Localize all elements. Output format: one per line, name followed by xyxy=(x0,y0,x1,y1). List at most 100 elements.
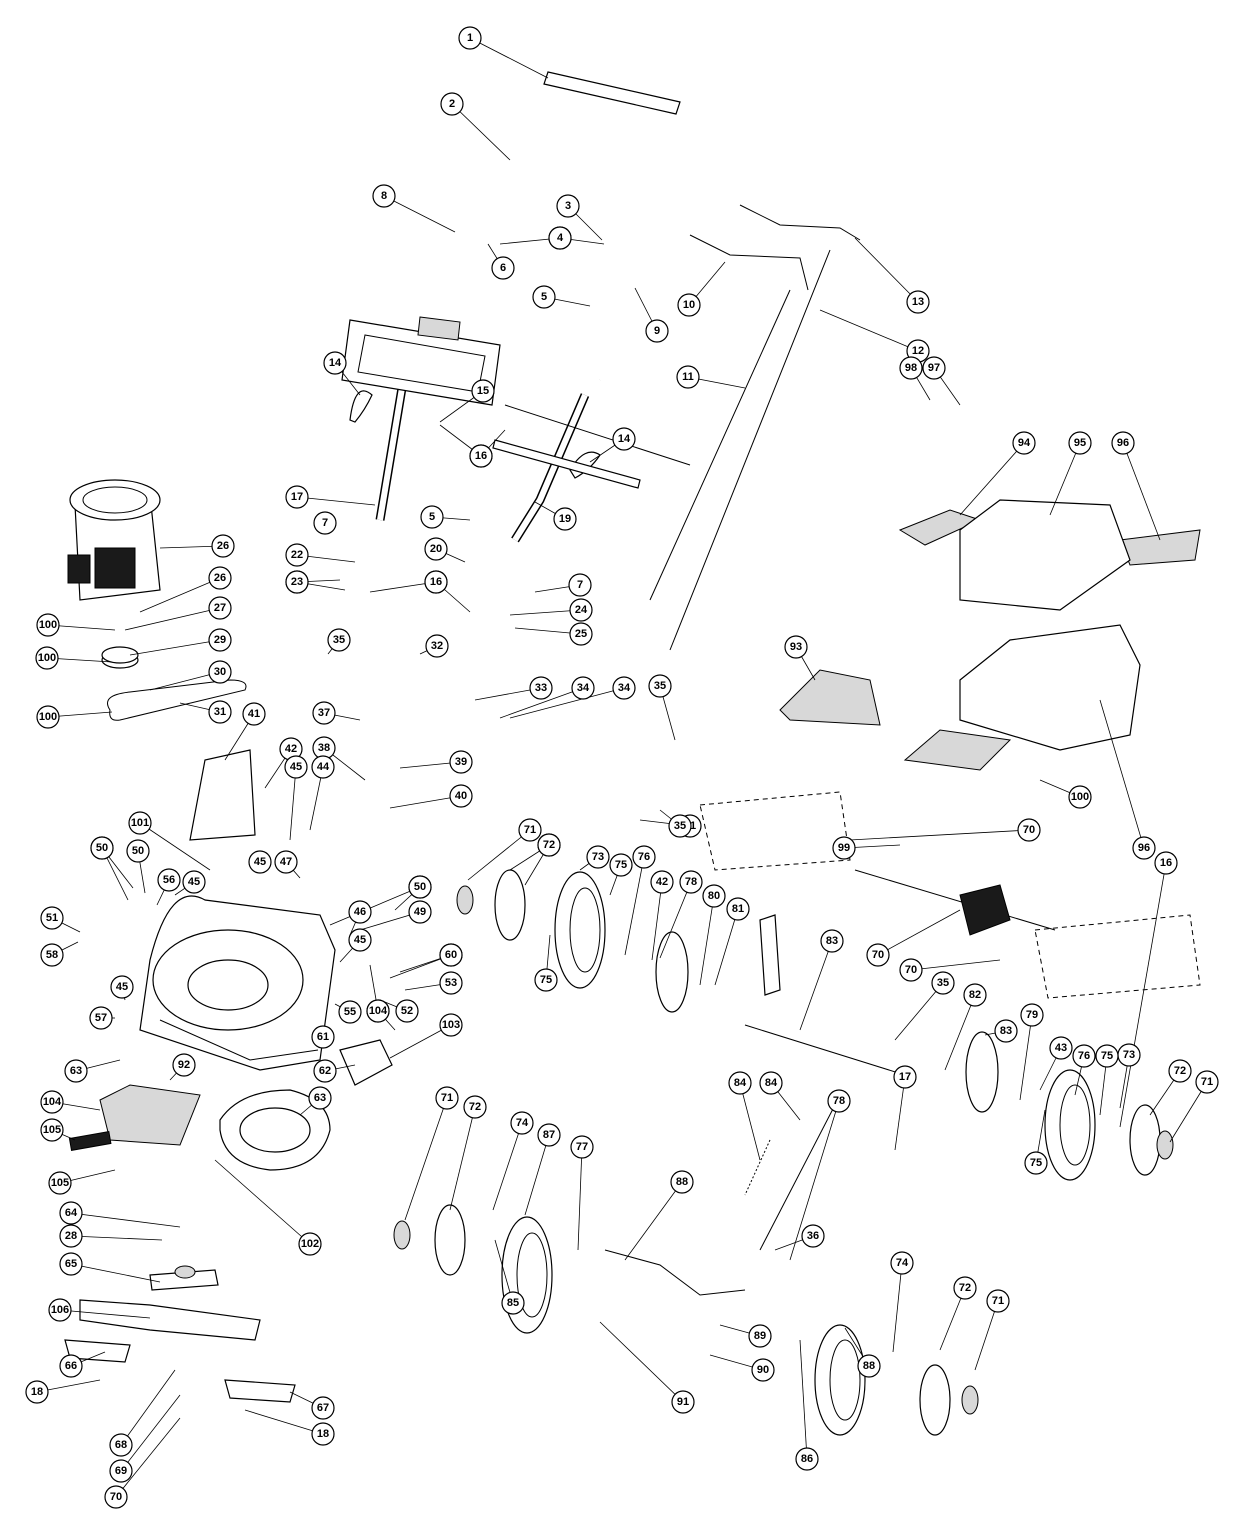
part-number-text: 96 xyxy=(1117,437,1129,449)
leader-line xyxy=(59,1309,151,1319)
part-number-text: 77 xyxy=(576,1141,588,1153)
leader-line xyxy=(799,1339,808,1460)
part-number-text: 27 xyxy=(214,602,226,614)
part-number-callout: 71 xyxy=(986,1289,1010,1313)
part-number-text: 42 xyxy=(656,876,668,888)
wheel-front-left xyxy=(501,1216,553,1334)
callout-circle xyxy=(668,814,692,838)
part-number-text: 95 xyxy=(1074,437,1086,449)
part-number-callout: 70 xyxy=(1017,818,1041,842)
part-number-text: 26 xyxy=(214,572,226,584)
leader-line xyxy=(974,1300,999,1371)
part-number-text: 86 xyxy=(801,1453,813,1465)
mower-deck xyxy=(139,895,336,1071)
leader-line xyxy=(1169,1081,1208,1143)
callout-circle xyxy=(172,1053,196,1077)
callout-circle xyxy=(866,943,890,967)
part-number-text: 67 xyxy=(317,1402,329,1414)
part-number-text: 64 xyxy=(65,1207,78,1219)
leader-line xyxy=(849,829,1030,841)
leader-line xyxy=(70,1212,181,1228)
callout-circle xyxy=(586,845,610,869)
part-number-callout: 45 xyxy=(284,755,308,779)
part-number-text: 92 xyxy=(178,1059,190,1071)
part-number-callout: 30 xyxy=(208,660,232,684)
part-number-callout: 100 xyxy=(35,646,59,670)
leader-line xyxy=(1119,862,1167,1128)
part-number-text: 104 xyxy=(43,1096,62,1108)
part-number-text: 52 xyxy=(401,1005,413,1017)
part-number-callout: 15 xyxy=(471,379,495,403)
part-number-text: 106 xyxy=(51,1304,69,1316)
part-number-callout: 19 xyxy=(553,507,577,531)
part-number-text: 70 xyxy=(110,1491,122,1503)
part-number-text: 16 xyxy=(430,576,442,588)
part-number-text: 66 xyxy=(65,1360,77,1372)
callout-circle xyxy=(89,1006,113,1030)
callout-circle xyxy=(748,1324,772,1348)
part-number-text: 71 xyxy=(441,1092,453,1104)
callout-circle xyxy=(208,596,232,620)
callout-circle xyxy=(469,444,493,468)
callout-circle xyxy=(40,906,64,930)
part-number-text: 46 xyxy=(354,906,366,918)
part-number-text: 38 xyxy=(318,742,330,754)
part-number-text: 85 xyxy=(507,1297,519,1309)
part-number-text: 82 xyxy=(969,989,981,1001)
part-number-text: 50 xyxy=(414,881,426,893)
leader-line xyxy=(492,1122,523,1211)
leader-line xyxy=(799,940,833,1031)
part-number-text: 83 xyxy=(1000,1025,1012,1037)
leader-line xyxy=(894,1076,906,1151)
leader-line xyxy=(451,103,511,161)
part-number-callout: 71 xyxy=(1195,1070,1219,1094)
part-number-callout: 75 xyxy=(534,968,558,992)
callout-circle xyxy=(832,836,856,860)
leader-line xyxy=(469,37,549,79)
part-number-callout: 88 xyxy=(670,1170,694,1194)
callout-circle xyxy=(671,1390,695,1414)
callout-circle xyxy=(963,983,987,1007)
callout-circle xyxy=(59,1252,83,1276)
part-number-text: 58 xyxy=(46,949,58,961)
callout-circle xyxy=(471,379,495,403)
part-number-callout: 61 xyxy=(311,1025,335,1049)
part-number-text: 16 xyxy=(1160,857,1172,869)
part-number-text: 55 xyxy=(344,1006,356,1018)
part-number-callout: 41 xyxy=(242,702,266,726)
part-number-callout: 74 xyxy=(890,1251,914,1275)
callout-circle xyxy=(208,566,232,590)
leader-line xyxy=(139,577,221,613)
part-number-text: 3 xyxy=(565,200,571,212)
part-number-text: 100 xyxy=(39,619,57,631)
part-number-callout: 75 xyxy=(1095,1044,1119,1068)
leader-line xyxy=(624,1181,683,1261)
part-number-callout: 102 xyxy=(298,1232,322,1256)
part-number-text: 75 xyxy=(615,859,627,871)
callout-circle xyxy=(36,705,60,729)
part-number-text: 93 xyxy=(790,641,802,653)
part-number-callout: 83 xyxy=(994,1019,1018,1043)
part-number-callout: 53 xyxy=(439,971,463,995)
callout-circle xyxy=(609,853,633,877)
part-number-text: 11 xyxy=(682,371,694,383)
part-number-text: 14 xyxy=(618,433,631,445)
part-number-callout: 78 xyxy=(827,1089,851,1113)
callout-circle xyxy=(702,884,726,908)
callout-circle xyxy=(1111,431,1135,455)
callout-circle xyxy=(425,634,449,658)
part-number-callout: 100 xyxy=(36,705,60,729)
part-number-text: 18 xyxy=(31,1386,43,1398)
leader-line xyxy=(599,1321,684,1403)
part-number-text: 8 xyxy=(381,190,387,202)
leader-line xyxy=(577,1146,583,1251)
part-number-text: 15 xyxy=(477,385,489,397)
callout-circle xyxy=(953,1276,977,1300)
part-number-text: 24 xyxy=(575,604,588,616)
callout-circle xyxy=(537,833,561,857)
callout-circle xyxy=(408,900,432,924)
part-number-callout: 23 xyxy=(285,570,309,594)
callout-circle xyxy=(569,598,593,622)
part-number-text: 99 xyxy=(838,842,850,854)
callout-circle xyxy=(676,365,700,389)
